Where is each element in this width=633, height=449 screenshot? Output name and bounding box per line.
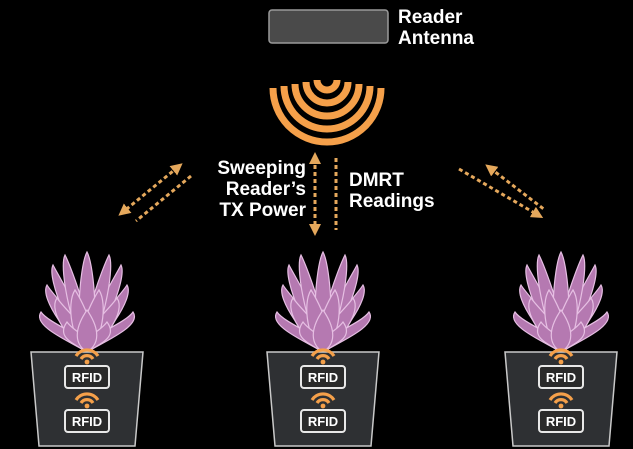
wifi-signal-icon [310,348,336,365]
reader-label-line1: Reader [398,7,463,28]
sweeping-tx-power-label: Sweeping Reader’s TX Power [196,158,306,221]
dmrt-readings-label: DMRT Readings [349,170,435,212]
sweep-line2: Reader’s [225,179,306,200]
rfid-tag-label: RFID [308,414,338,429]
rfid-tag [538,365,584,389]
rfid-tag-label: RFID [546,370,576,385]
potted-plant: RFID RFID [30,250,144,447]
leaf [76,308,98,353]
leaf [550,308,572,353]
dotted-double-arrow-icon [118,152,546,236]
rfid-tag [300,409,346,433]
plant-leaves-icon [512,250,610,353]
reader-antenna-label: Reader Antenna [398,7,474,49]
leaf [312,308,334,353]
wifi-signal-icon [74,392,100,409]
plant-leaves-icon [38,250,136,353]
potted-plant: RFID RFID [266,250,380,447]
wifi-signal-icon [74,348,100,365]
rfid-tag-label: RFID [308,370,338,385]
rfid-tag [64,409,110,433]
rfid-tag-label: RFID [72,414,102,429]
wifi-signal-icon [548,392,574,409]
plant-leaves-icon [274,250,372,353]
rfid-tag [64,365,110,389]
wifi-signal-icon [548,348,574,365]
rfid-tag [538,409,584,433]
rfid-tag-label: RFID [72,370,102,385]
reader-antenna-box [268,9,389,44]
sweep-line1: Sweeping [217,158,306,179]
reader-label-line2: Antenna [398,28,474,49]
readings-line1: DMRT [349,170,404,191]
potted-plant: RFID RFID [504,250,618,447]
sweep-line3: TX Power [219,200,306,221]
rfid-tag [300,365,346,389]
rfid-tag-label: RFID [546,414,576,429]
signal-waves-icon [269,79,385,146]
wifi-signal-icon [310,392,336,409]
readings-line2: Readings [349,191,435,212]
